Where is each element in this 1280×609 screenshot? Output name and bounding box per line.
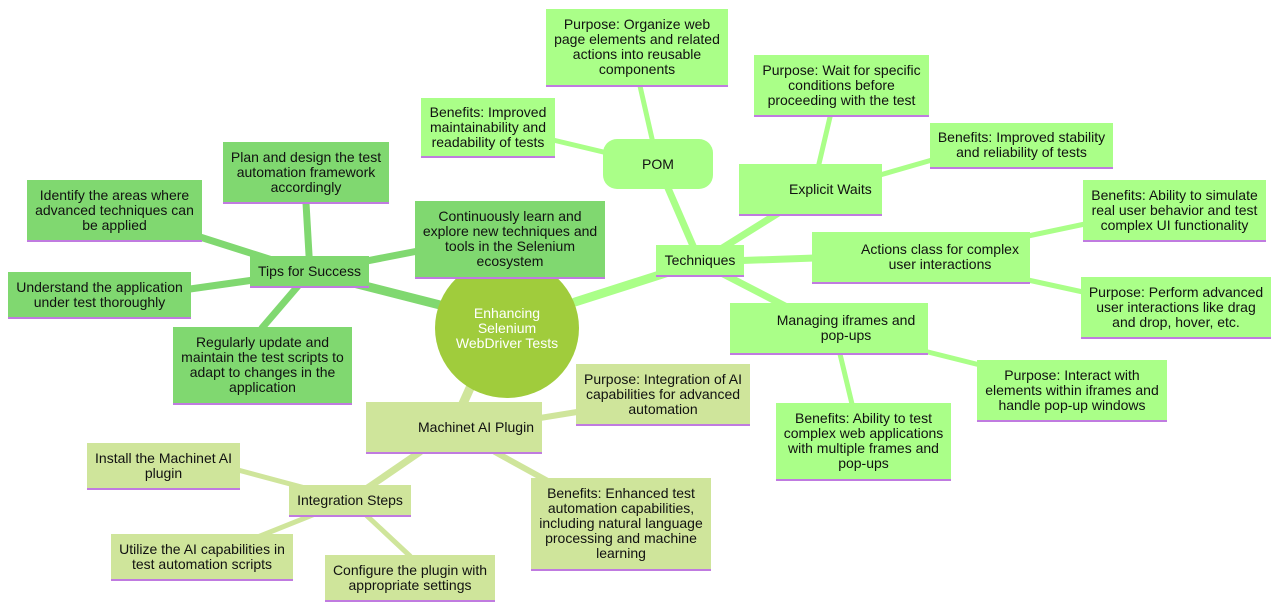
- machinet-purpose-node: Purpose: Integration of AI capabilities …: [576, 364, 750, 426]
- install-plugin-node: Install the Machinet AI plugin: [87, 443, 240, 490]
- iframes-benefits-node: Benefits: Ability to test complex web ap…: [776, 403, 951, 481]
- tip-update-node: Regularly update and maintain the test s…: [173, 327, 352, 405]
- edge-machinet-purpose: [537, 409, 580, 421]
- tip-understand-node: Understand the application under test th…: [8, 272, 191, 319]
- tip-identify-node: Identify the areas where advanced techni…: [27, 180, 202, 242]
- actions-class-purpose-node: Purpose: Perform advanced user interacti…: [1081, 277, 1271, 339]
- explicit-waits-node: Explicit Waits: [739, 164, 882, 216]
- machinet-benefits-node: Benefits: Enhanced test automation capab…: [531, 478, 711, 571]
- explicit-waits-purpose-node: Purpose: Wait for specific conditions be…: [754, 55, 929, 117]
- pom-benefits-node: Benefits: Improved maintainability and r…: [421, 98, 555, 158]
- edge-actions-purpose: [1025, 277, 1086, 295]
- explicit-waits-benefits-node: Benefits: Improved stability and reliabi…: [930, 123, 1113, 169]
- pom-node: POM: [603, 139, 713, 189]
- actions-class-node: Actions class for complex user interacti…: [812, 232, 1030, 284]
- actions-class-benefits-node: Benefits: Ability to simulate real user …: [1083, 180, 1266, 242]
- tips-node: Tips for Success: [250, 256, 369, 288]
- machinet-node: Machinet AI Plugin: [366, 402, 542, 454]
- root-node: Enhancing Selenium WebDriver Tests: [435, 258, 579, 398]
- edge-waits-purpose: [815, 114, 833, 171]
- integration-steps-node: Integration Steps: [289, 485, 411, 517]
- tip-learn-node: Continuously learn and explore new techn…: [415, 201, 605, 279]
- edge-iframes-benefits: [837, 351, 855, 407]
- iframes-node: Managing iframes and pop-ups: [730, 303, 928, 355]
- configure-plugin-node: Configure the plugin with appropriate se…: [325, 555, 495, 602]
- techniques-node: Techniques: [656, 245, 744, 277]
- tip-plan-node: Plan and design the test automation fram…: [223, 142, 389, 204]
- utilize-ai-node: Utilize the AI capabilities in test auto…: [111, 534, 293, 581]
- edge-waits-benefits: [877, 157, 935, 178]
- edge-iframes-purpose: [925, 349, 983, 368]
- pom-purpose-node: Purpose: Organize web page elements and …: [546, 9, 728, 87]
- edge-actions-benefits: [1025, 221, 1088, 239]
- iframes-purpose-node: Purpose: Interact with elements within i…: [977, 360, 1167, 422]
